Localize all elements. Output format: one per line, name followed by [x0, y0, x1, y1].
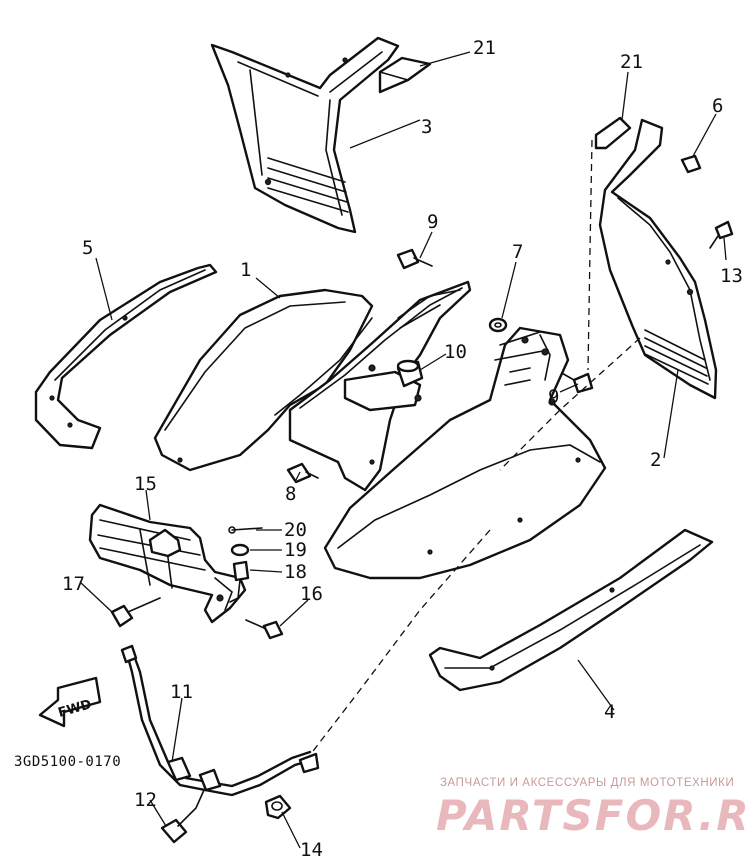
- callout-18: 18: [284, 561, 307, 583]
- callout-13: 13: [720, 265, 743, 287]
- part-19-washer: [230, 543, 250, 557]
- callout-2: 2: [650, 449, 661, 471]
- part-4-right-mud-guard: [428, 528, 714, 692]
- part-21-reflector-right: [594, 116, 632, 150]
- callout-14: 14: [300, 839, 323, 861]
- callout-numbers: 3 21 21 6 13 9 1 5 7 10 9 2 8 15 20 19 1…: [62, 37, 743, 861]
- callout-19: 19: [284, 539, 307, 561]
- part-12-clamp: [160, 789, 205, 844]
- part-16-bolt: [245, 619, 284, 640]
- callout-9-upper: 9: [427, 211, 438, 233]
- callout-12: 12: [134, 789, 157, 811]
- part-6-clip: [680, 154, 702, 174]
- part-2-right-side-panel: [598, 118, 718, 400]
- callout-6: 6: [712, 95, 723, 117]
- part-13-screw: [709, 220, 734, 249]
- part-18-collar: [229, 560, 250, 603]
- callout-9-right: 9: [548, 386, 559, 408]
- part-1-rear-fender: [153, 280, 472, 492]
- callout-20: 20: [284, 519, 307, 541]
- callout-1: 1: [240, 259, 251, 281]
- callout-21-right: 21: [620, 51, 643, 73]
- callout-3: 3: [421, 116, 432, 138]
- leader-lines: [79, 51, 727, 849]
- callout-5: 5: [82, 237, 93, 259]
- callout-11: 11: [170, 681, 193, 703]
- part-10-grommet: [396, 359, 424, 388]
- diagram-code: 3GD5100-0170: [14, 754, 121, 770]
- callout-7: 7: [512, 241, 523, 263]
- part-17-bolt: [110, 597, 161, 628]
- fwd-arrow-icon: FWD: [38, 676, 102, 728]
- callout-8: 8: [285, 483, 296, 505]
- front-fender: [323, 326, 607, 580]
- part-14-grommet: [264, 794, 292, 820]
- part-20-cotter-pin: [228, 526, 263, 534]
- callout-16: 16: [300, 583, 323, 605]
- callout-21-left: 21: [473, 37, 496, 59]
- part-7-washer: [488, 317, 508, 333]
- part-21-reflector-left: [378, 56, 432, 94]
- part-3-left-side-panel: [210, 36, 400, 234]
- callout-4: 4: [604, 701, 615, 723]
- part-8-bolt: [286, 462, 319, 484]
- watermark-caption: ЗАПЧАСТИ И АКСЕССУАРЫ ДЛЯ МОТОТЕХНИКИ: [440, 777, 734, 789]
- callout-15: 15: [134, 473, 157, 495]
- callout-10: 10: [444, 341, 467, 363]
- alignment-lines: [309, 139, 641, 756]
- watermark: ЗАПЧАСТИ И АКСЕССУАРЫ ДЛЯ МОТОТЕХНИКИ PA…: [436, 777, 751, 840]
- callout-17: 17: [62, 573, 85, 595]
- part-9-bolt-right: [559, 371, 594, 394]
- part-11-wire: [120, 644, 320, 797]
- part-5-left-mud-guard: [34, 263, 218, 450]
- part-15-carrier-guard: [88, 503, 247, 624]
- part-9-bolt-upper: [396, 248, 433, 270]
- watermark-brand: PARTSFOR.RU: [436, 791, 751, 840]
